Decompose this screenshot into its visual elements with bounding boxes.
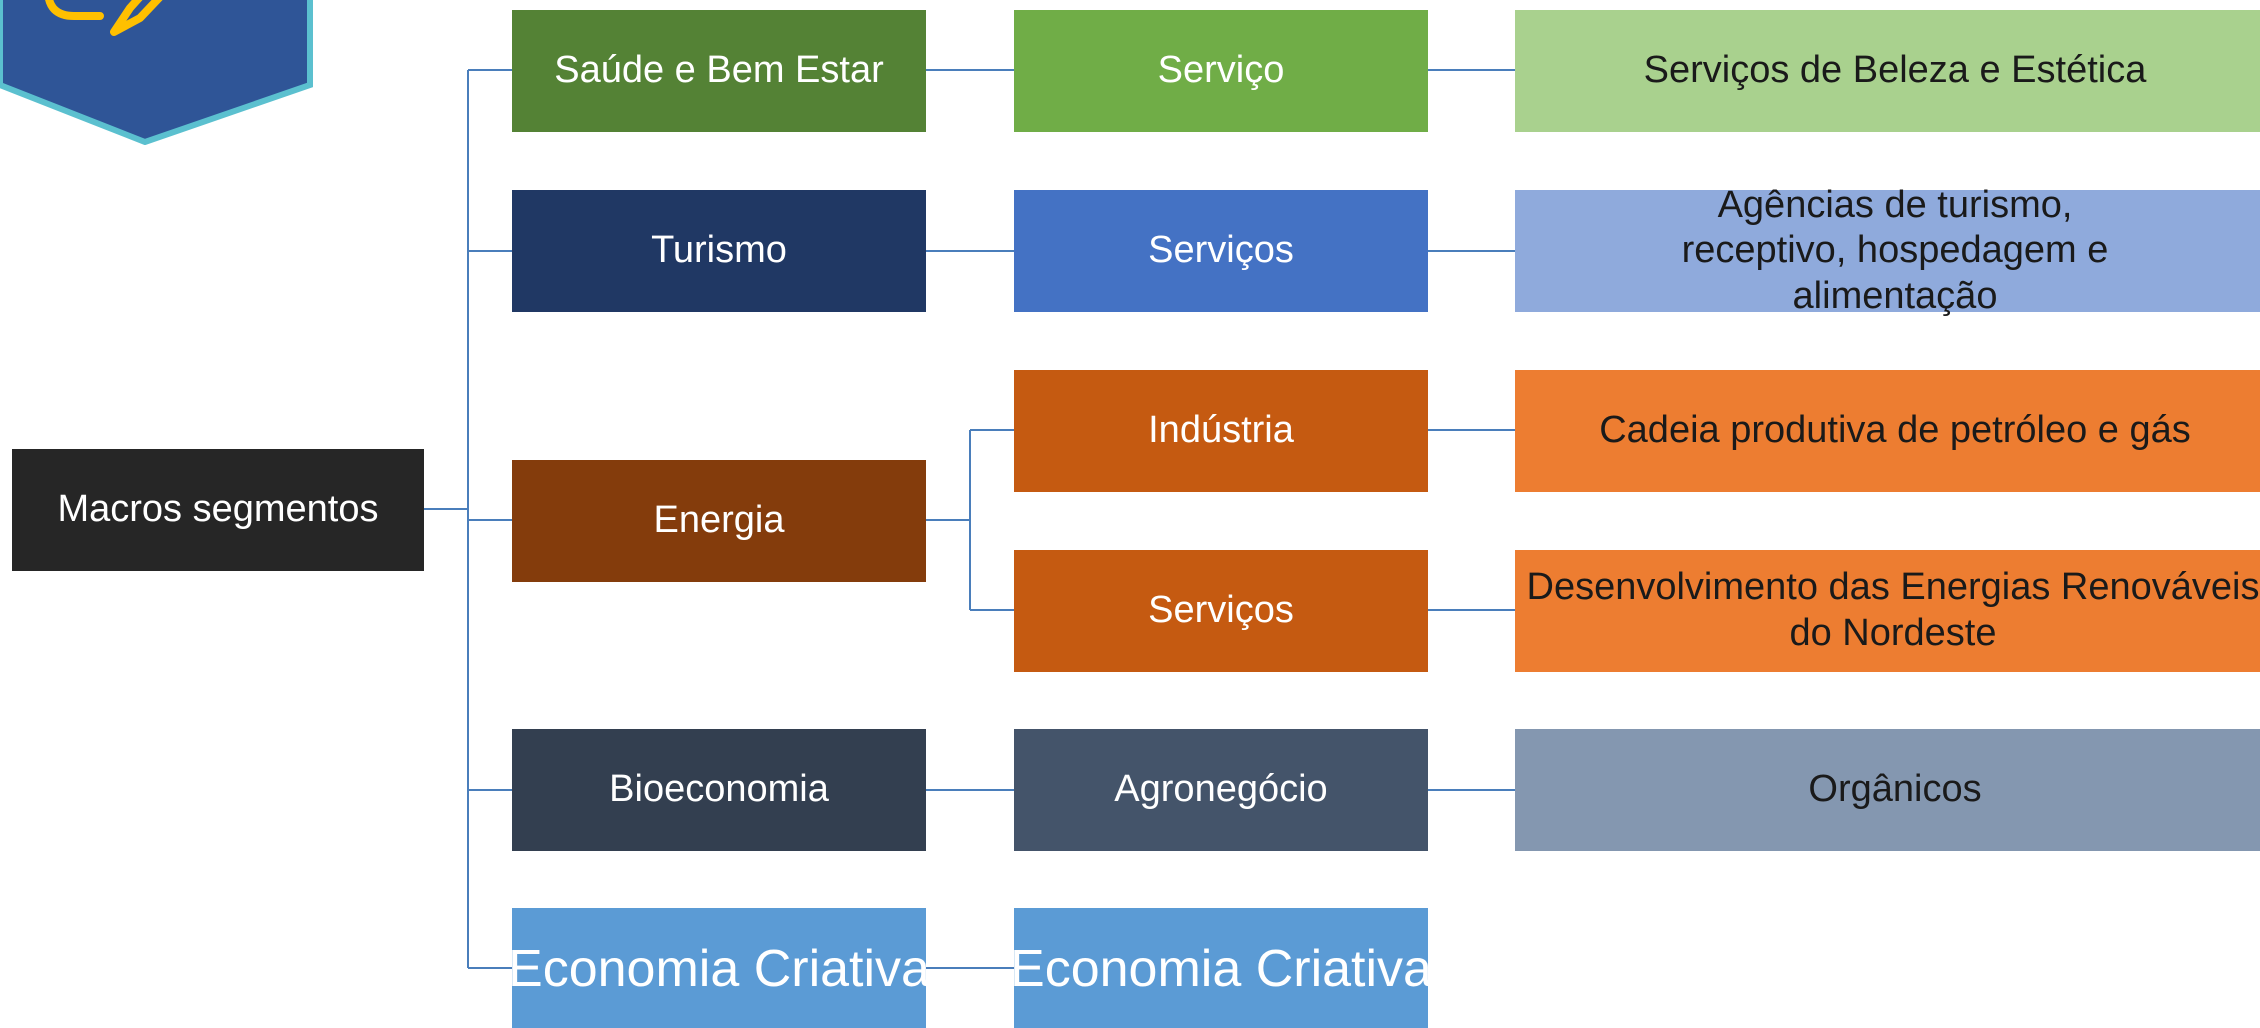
leaf-label: Desenvolvimento das Energias Renováveis … (1526, 566, 2260, 654)
branch-label: Economia Criativa (1010, 939, 1432, 998)
segment-saude-bem-estar: Saúde e Bem Estar (512, 10, 926, 132)
segment-label: Energia (653, 499, 785, 542)
leaf-label: Orgânicos (1808, 768, 1982, 811)
leaf-label: Serviços de Beleza e Estética (1643, 49, 2147, 92)
branch-label: Serviços (1148, 589, 1294, 632)
branch-servico: Serviço (1014, 10, 1428, 132)
segment-label: Saúde e Bem Estar (554, 49, 884, 92)
leaf-organicos: Orgânicos (1515, 729, 2260, 851)
leaf-beleza-estetica: Serviços de Beleza e Estética (1515, 10, 2260, 132)
segment-label: Turismo (651, 229, 787, 272)
branch-label: Agronegócio (1114, 768, 1328, 811)
leaf-label: Cadeia produtiva de petróleo e gás (1599, 409, 2191, 452)
leaf-agencias-turismo: Agências de turismo, receptivo, hospedag… (1515, 184, 2260, 317)
branch-label: Serviço (1157, 49, 1285, 92)
segment-energia: Energia (512, 460, 926, 582)
leaf-energias-renovaveis: Desenvolvimento das Energias Renováveis … (1515, 550, 2260, 672)
branch-servicos-turismo: Serviços (1014, 190, 1428, 312)
branch-industria: Indústria (1014, 370, 1428, 492)
segment-turismo: Turismo (512, 190, 926, 312)
branch-agronegocio: Agronegócio (1014, 729, 1428, 851)
segment-label: Bioeconomia (609, 768, 829, 811)
segment-label: Economia Criativa (508, 939, 930, 998)
leaf-label: Agências de turismo, receptivo, hospedag… (1681, 183, 2109, 317)
logo-badge (0, 0, 313, 145)
root-node: Macros segmentos (12, 449, 424, 571)
root-node-label: Macros segmentos (57, 488, 379, 531)
edit-pencil-icon (45, 0, 163, 36)
segment-bioeconomia: Bioeconomia (512, 729, 926, 851)
branch-label: Serviços (1148, 229, 1294, 272)
segment-economia-criativa: Economia Criativa (508, 908, 930, 1028)
leaf-petroleo-gas: Cadeia produtiva de petróleo e gás (1515, 370, 2260, 492)
connector-branch-energia (926, 429, 1014, 611)
branch-economia-criativa: Economia Criativa (1010, 908, 1432, 1028)
branch-servicos-energia: Serviços (1014, 550, 1428, 672)
branch-label: Indústria (1148, 409, 1294, 452)
